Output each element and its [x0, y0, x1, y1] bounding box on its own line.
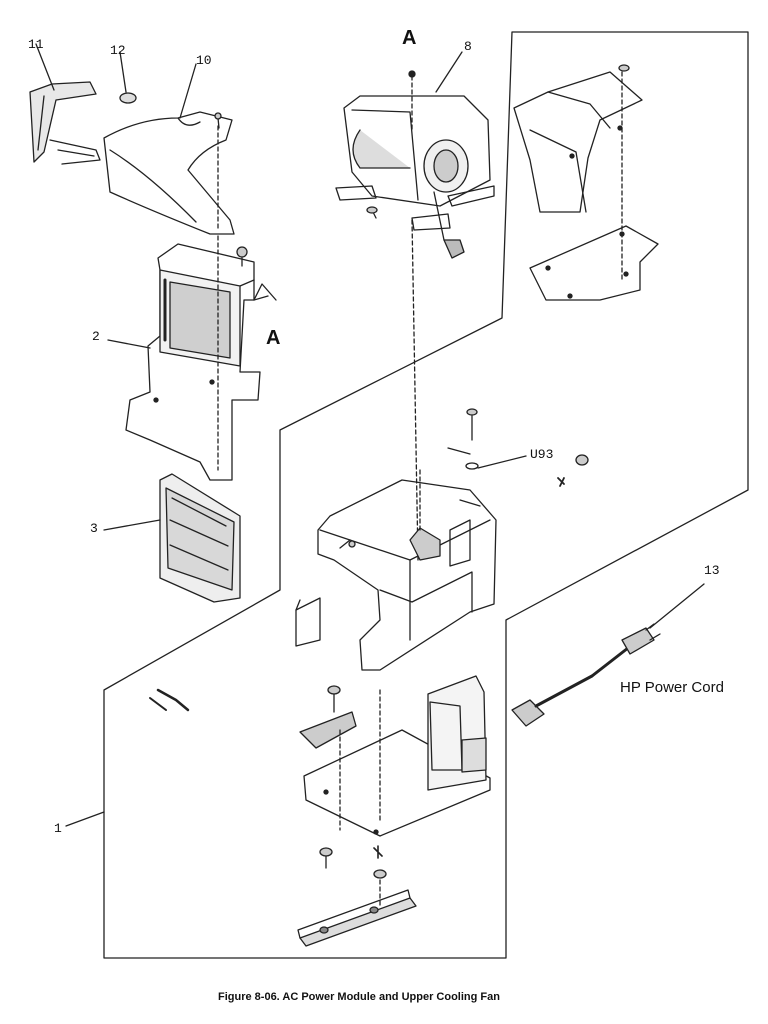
part-2-housing [125, 235, 269, 481]
callout-2: 2 [92, 329, 100, 344]
callout-8: 8 [464, 39, 472, 54]
callout-u93: U93 [530, 447, 554, 462]
part-12-screw [119, 92, 137, 104]
callout-10: 10 [196, 53, 212, 68]
part-13-power-cord [511, 623, 661, 727]
main-chassis [295, 408, 589, 671]
part-10-cover [103, 111, 235, 235]
bottom-hardware [297, 845, 417, 947]
callout-1: 1 [54, 821, 62, 836]
bracket-and-board [513, 64, 659, 301]
leader-13 [649, 583, 705, 629]
u93-leader [477, 455, 527, 469]
callout-11: 11 [28, 37, 44, 52]
part-1-power-module [149, 675, 491, 837]
assembly-outline [103, 31, 749, 959]
leader-10 [179, 63, 197, 119]
leader-11 [35, 43, 55, 91]
part-11-handle [29, 81, 101, 165]
callout-a-side: A [266, 327, 281, 349]
callout-3: 3 [90, 521, 98, 536]
figure-caption: Figure 8-06. AC Power Module and Upper C… [218, 991, 500, 1003]
callout-13: 13 [704, 563, 720, 578]
callout-a-top: A [402, 27, 417, 49]
leader-12 [119, 51, 127, 93]
leader-8 [435, 51, 463, 93]
part-8-fan [335, 70, 495, 561]
leader-1 [65, 811, 105, 827]
part-3-filter [159, 473, 241, 603]
power-cord-label: HP Power Cord [620, 679, 724, 696]
leader-3 [103, 519, 161, 531]
leader-2 [107, 339, 151, 349]
leader-a [253, 283, 277, 301]
callout-12: 12 [110, 43, 126, 58]
